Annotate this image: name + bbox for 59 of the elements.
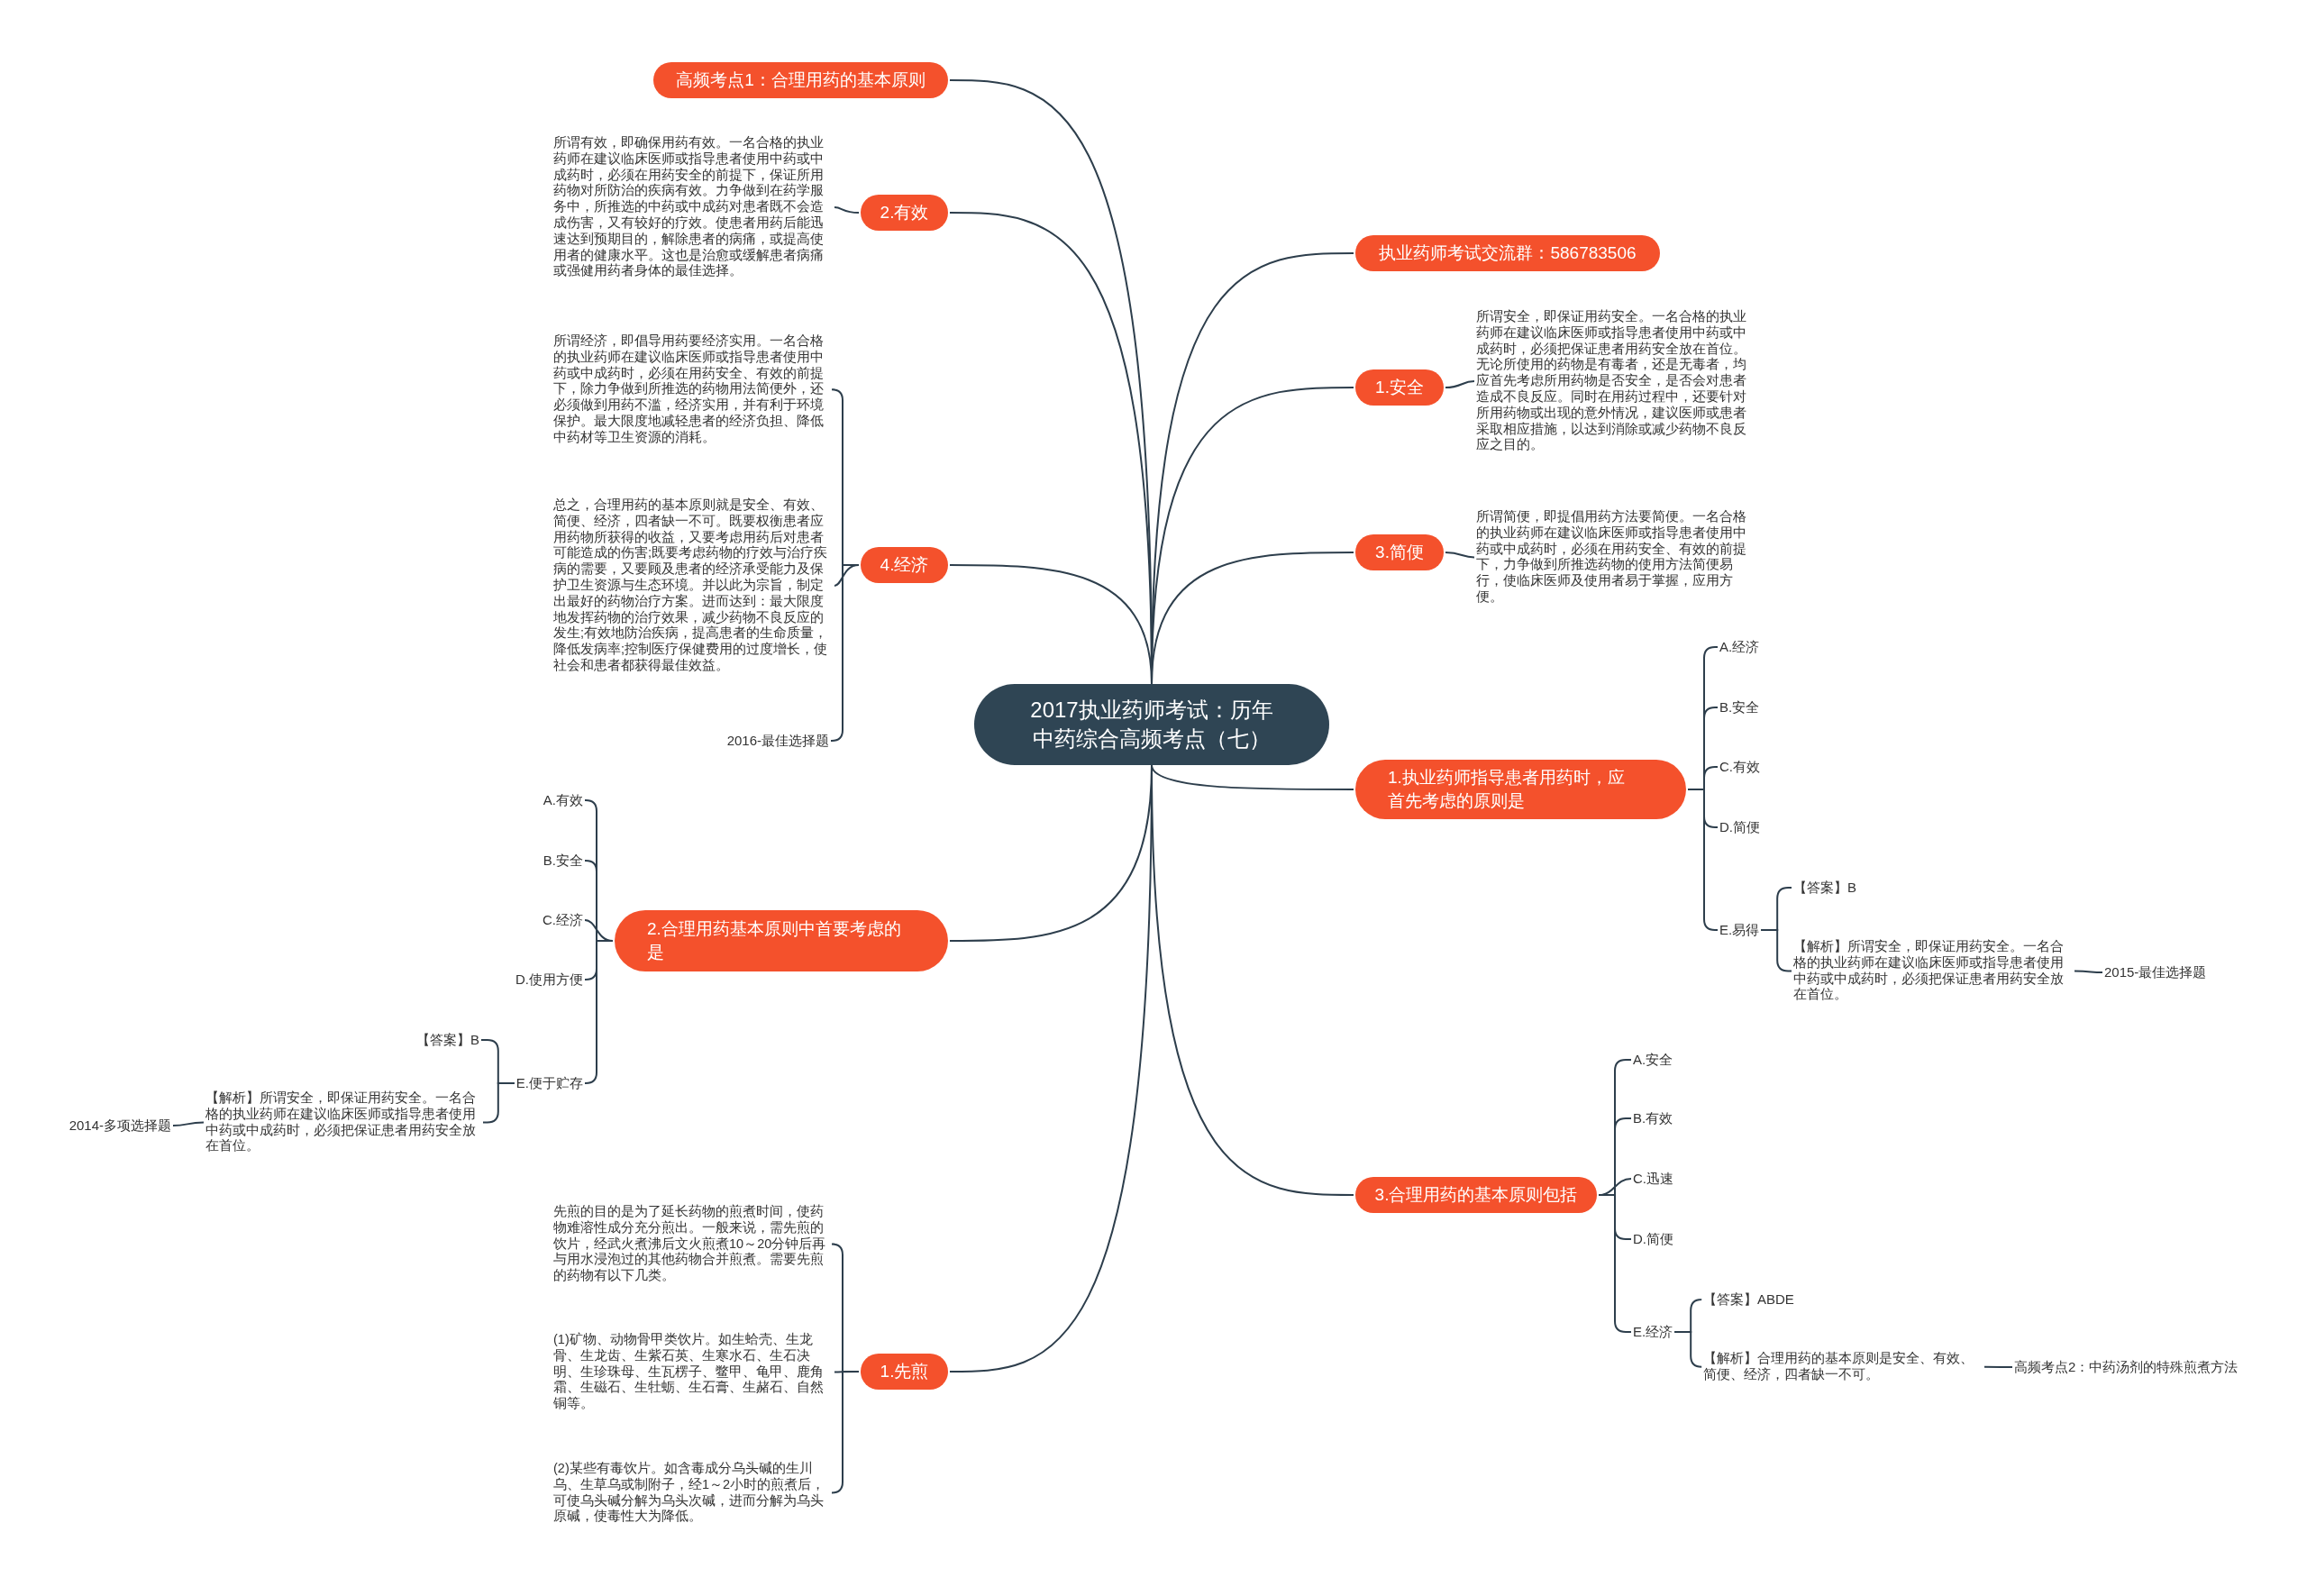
branch-topic: 1.执业药师指导患者用药时，应首先考虑的原则是 [1355,760,1686,819]
option-text: 【答案】B [416,1030,479,1050]
connector-line [172,1121,205,1126]
option-text: D.使用方便 [515,970,583,990]
option-text: C.有效 [1719,757,1760,777]
connector-line [830,564,860,742]
connector-line [1673,1331,1703,1368]
option-text: D.简便 [1633,1229,1673,1249]
note-text: (1)矿物、动物骨甲类饮片。如生蛤壳、生龙骨、生龙齿、生紫石英、生寒水石、生石决明、生珍珠母、生瓦楞子、鳖甲、龟甲、鹿角霜、生磁石、生牡蛎、生石膏、生赭石、自然铜等。 [553,1332,833,1412]
branch-topic: 高频考点1：合理用药的基本原则 [653,62,948,98]
option-text: 【答案】B [1793,878,1856,898]
connector-line [831,1371,860,1494]
connector-line [1445,552,1475,559]
option-text: C.迅速 [1633,1169,1673,1189]
note-text: (2)某些有毒饮片。如含毒成分乌头碱的生川乌、生草乌或制附子，经1～2小时的煎煮后，可使乌头碱分解为乌头次碱，进而分解为乌头原碱，使毒性大为降低。 [553,1461,833,1526]
branch-topic: 执业药师考试交流群：586783506 [1355,235,1660,271]
connector-line [584,940,614,1084]
note-text: 先煎的目的是为了延长药物的煎煮时间，使药物难溶性成分充分煎出。一般来说，需先煎的饮片，经武火煮沸后文火煎煮10～20分钟后再与用水浸泡过的其他药物合并煎煮。需要先煎的药物有以下几类。 [553,1204,833,1284]
option-text: 2016-最佳选择题 [726,731,829,751]
connector-line [1151,552,1354,685]
option-text: 高频考点2：中药汤剂的特殊煎煮方法 [2014,1357,2239,1377]
option-text: A.经济 [1719,637,1760,657]
connector-line [482,1082,515,1124]
option-text: E.经济 [1633,1322,1673,1342]
note-text: 总之，合理用药的基本原则就是安全、有效、简便、经济，四者缺一不可。既要权衡患者应用药物所获得的收益，又要考虑用药后对患者可能造成的伤害;既要考虑药物的疗效与治疗疾病的需要，又要顾及患者的经济承受能力及保护卫生资源与生态环境。并以此为宗旨，制定出最好的药物治疗方案。进而达到：最大限度地发挥药物的治疗效果，减少药物不良反应的发生;有效地防治疾病，提高患者的生命质量，降低发病率;控制医疗保健费用的过度增长，使社会和患者都获得最佳效益。 [553,497,833,674]
branch-topic: 2.有效 [861,195,948,231]
branch-topic: 1.先煎 [861,1354,948,1390]
branch-topic: 3.简便 [1355,534,1444,570]
note-text: 所谓有效，即确保用药有效。一名合格的执业药师在建议临床医师或指导患者使用中药或中成药时，必须在用药安全的前提下，保证所用药物对所防治的疾病有效。力争做到在药学服务中，所推选的中药或中成药对患者既不会造成伤害，又有较好的疗效。使患者用药后能迅速达到预期目的，解除患者的病痛，或提高使用者的健康水平。这也是治愈或缓解患者病痛或强健用药者身体的最佳选择。 [553,135,833,280]
option-text: 2015-最佳选择题 [2104,962,2207,982]
option-text: E.易得 [1719,920,1760,940]
connector-line [1445,380,1475,388]
connector-line [2074,970,2103,973]
branch-topic: 1.安全 [1355,369,1444,406]
connector-line [1760,929,1792,972]
note-text: 【解析】所谓安全，即保证用药安全。一名合格的执业药师在建议临床医师或指导患者使用中药或中成药时，必须把保证患者用药安全放在首位。 [1793,939,2073,1004]
branch-topic: 3.合理用药的基本原则包括 [1355,1177,1597,1213]
connector-line [1983,1365,2013,1368]
note-text: 【解析】所谓安全，即保证用药安全。一名合格的执业药师在建议临床医师或指导患者使用中药或中成药时，必须把保证患者用药安全放在首位。 [205,1090,481,1155]
connector-line [1687,789,1719,931]
option-text: B.安全 [1719,698,1760,717]
central-topic: 2017执业药师考试：历年中药综合高频考点（七） [974,684,1329,765]
option-text: 2014-多项选择题 [68,1116,171,1135]
branch-topic: 2.合理用药基本原则中首要考虑的是 [615,910,948,971]
option-text: A.安全 [1633,1050,1673,1070]
option-text: 【答案】ABDE [1703,1290,1794,1309]
note-text: 所谓安全，即保证用药安全。一名合格的执业药师在建议临床医师或指导患者使用中药或中成药时，必须把保证患者用药安全放在首位。无论所使用的药物是有毒者，还是无毒者，均应首先考虑所用药物是否安全，是否会对患者造成不良反应。同时在用药过程中，还要针对所用药物或出现的意外情况，建议医师或患者采取相应措施，以达到消除或减少药物不良反应之目的。 [1476,309,1755,454]
option-text: E.便于贮存 [515,1073,583,1093]
connector-line [1598,1194,1632,1333]
connector-line [834,206,860,214]
option-text: D.简便 [1719,817,1760,837]
note-text: 【解析】合理用药的基本原则是安全、有效、简便、经济，四者缺一不可。 [1703,1351,1983,1383]
option-text: A.有效 [543,790,583,810]
note-text: 所谓经济，即倡导用药要经济实用。一名合格的执业药师在建议临床医师或指导患者使用中药或中成药时，必须在用药安全、有效的前提下，除力争做到所推选的药物用法简便外，还必须做到用药不滥，经济实用，并有利于环境保护。最大限度地减轻患者的经济负担、降低中药材等卫生资源的消耗。 [553,333,833,446]
branch-topic: 4.经济 [861,547,948,583]
note-text: 所谓简便，即提倡用药方法要简便。一名合格的执业药师在建议临床医师或指导患者使用中药或中成药时，必须在用药安全、有效的前提下，力争做到所推选药物的使用方法简便易行，使临床医师及使用者易于掌握，应用方便。 [1476,509,1755,606]
option-text: C.经济 [543,910,583,930]
option-text: B.有效 [1633,1108,1673,1128]
option-text: B.安全 [543,851,583,871]
